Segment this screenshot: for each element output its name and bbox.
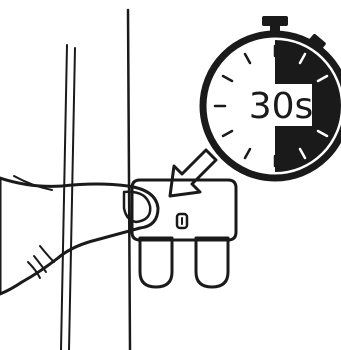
hand-icon [0, 176, 158, 294]
timer-duration-label: 30s [249, 86, 314, 127]
stopwatch-icon: 30s [203, 16, 341, 178]
button-plug-device [132, 180, 236, 287]
wall-lines [61, 10, 130, 350]
press-arrow-icon [170, 150, 216, 196]
